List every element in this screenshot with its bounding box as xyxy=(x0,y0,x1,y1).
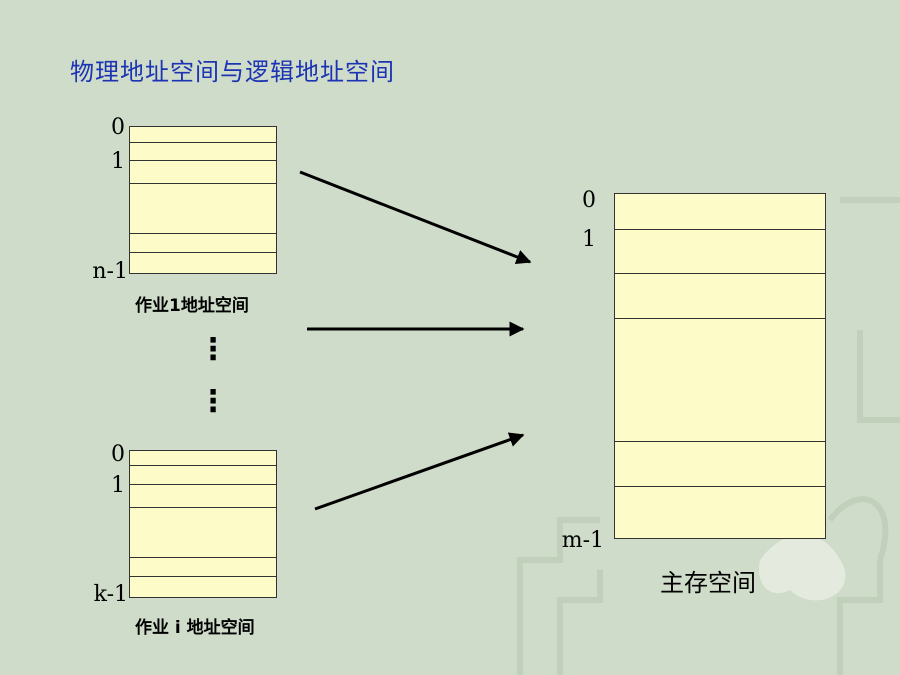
main-memory-caption: 主存空间 xyxy=(660,569,756,597)
job1-index-0: 0 xyxy=(111,115,125,140)
jobi-index-0: 0 xyxy=(111,442,125,467)
row-divider xyxy=(130,233,276,234)
main-index-last: m-1 xyxy=(561,528,604,553)
row-divider xyxy=(130,160,276,161)
row-divider xyxy=(130,465,276,466)
jobi-index-last: k-1 xyxy=(93,582,128,607)
row-divider xyxy=(130,576,276,577)
row-divider xyxy=(130,142,276,143)
jobi-index-1: 1 xyxy=(111,473,125,498)
jobi-caption: 作业 i 地址空间 xyxy=(135,618,255,638)
jobi-address-block xyxy=(129,450,277,598)
arrow-job1-to-main xyxy=(299,170,532,265)
slide-title: 物理地址空间与逻辑地址空间 xyxy=(70,58,395,86)
row-divider xyxy=(130,557,276,558)
main-index-0: 0 xyxy=(582,188,596,213)
row-divider xyxy=(615,318,825,319)
row-divider xyxy=(615,441,825,442)
row-divider xyxy=(130,507,276,508)
row-divider xyxy=(615,229,825,230)
row-divider xyxy=(615,486,825,487)
job1-caption: 作业1地址空间 xyxy=(135,296,249,316)
row-divider xyxy=(130,252,276,253)
main-index-1: 1 xyxy=(582,227,596,252)
job1-index-1: 1 xyxy=(111,149,125,174)
row-divider xyxy=(130,484,276,485)
job1-address-block xyxy=(129,126,277,274)
row-divider xyxy=(130,183,276,184)
job1-index-last: n-1 xyxy=(92,259,128,284)
main-memory-block xyxy=(614,193,826,539)
row-divider xyxy=(615,273,825,274)
arrow-jobi-to-main xyxy=(314,432,525,511)
